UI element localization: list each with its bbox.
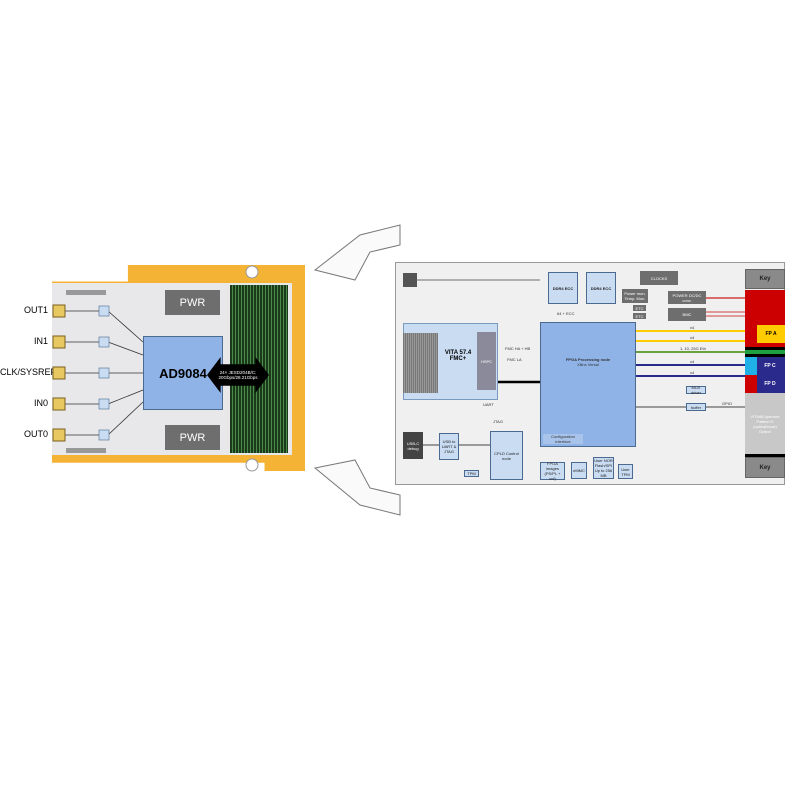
fmc-la-label: FMC LA (507, 357, 522, 362)
buffer-block: buffer (686, 403, 706, 411)
power-block: POWER DC/DC conv. (668, 291, 706, 304)
usb-uart-jtag: USB to UART & JTAG (439, 433, 459, 460)
power-mon-block: Power mon. Temp. Mon. (622, 289, 648, 303)
bmc-block: BMC (668, 308, 706, 321)
fp-a: FP A (757, 325, 785, 343)
ddr4-left: DDR4 ECC (548, 272, 578, 304)
uart-label: UART (483, 402, 494, 407)
fmc-hb-label: FMC HA + HB (505, 346, 531, 351)
mux-driver: MUX driver (686, 385, 706, 395)
jesd-label: 24× JESD204B/C: 20Gbps/28.21Gbps (218, 370, 258, 380)
link-label: x4 (690, 335, 695, 340)
emmc-block: eMMC (571, 462, 587, 479)
port-label: OUT0 (23, 429, 48, 439)
tpm-block: TPM (464, 470, 479, 477)
fmc-connector (403, 333, 438, 393)
cpld-control-node: CPLD Control node (490, 431, 523, 480)
fp-c-label: FP C (764, 363, 776, 369)
link-label: x4 (690, 359, 695, 364)
etc-block: ETC (633, 313, 646, 319)
usb-c-debug[interactable]: USB-C debug (403, 432, 423, 459)
fp-stripe (745, 347, 785, 357)
fp-black-stripe (745, 454, 785, 457)
hspc-connector: HSPC (477, 332, 496, 390)
ddr-bus-label: 64 + ECC (557, 311, 575, 316)
key-bottom: Key (745, 457, 785, 478)
user-nor-flash: User NOR Flash/SPI Up to 256 MB (593, 457, 614, 479)
cpu-title: FPGA Processing node (565, 357, 611, 362)
fp-c: FP C (745, 357, 785, 375)
fp-d-label: FP D (764, 381, 776, 387)
port-label: IN0 (33, 398, 48, 408)
link-label: 1, 10, 25G Eth (680, 346, 706, 351)
pwr-block-bottom: PWR (165, 425, 220, 450)
fp-d: FP D (745, 375, 785, 393)
config-interface: Configuration interface (543, 434, 583, 444)
ddr4-right: DDR4 ECC (586, 272, 616, 304)
gpio-label: GPIO (722, 401, 733, 406)
cpu-subtitle: Xilinx Versal (577, 362, 599, 367)
fmc-label: VITA 57.4 FMC+ (444, 350, 472, 362)
vita66-option: VITA66 Aperture Pattern H (optical/coax)… (745, 393, 785, 454)
fp-a-label: FP A (765, 331, 777, 337)
status-leds (403, 273, 417, 287)
port-label: CLK/SYSREF (0, 367, 57, 377)
link-label: x4 (690, 370, 695, 375)
clocks-block: CLOCKS (640, 271, 678, 285)
jtag-label: JTAG (493, 419, 503, 424)
fpga-processing-node: FPGA Processing node Xilinx Versal Confi… (540, 322, 636, 447)
key-top: Key (745, 269, 785, 289)
etc-block: ETC (633, 305, 646, 311)
pwr-block-top: PWR (165, 290, 220, 315)
user-tpm: User TPM (618, 464, 633, 479)
port-label: IN1 (33, 336, 48, 346)
port-label: OUT1 (23, 305, 48, 315)
chip-label: AD9084 (159, 365, 207, 381)
fpga-images: FPGA images (PS/PL + cnf) (540, 461, 565, 481)
link-label: x4 (690, 325, 695, 330)
